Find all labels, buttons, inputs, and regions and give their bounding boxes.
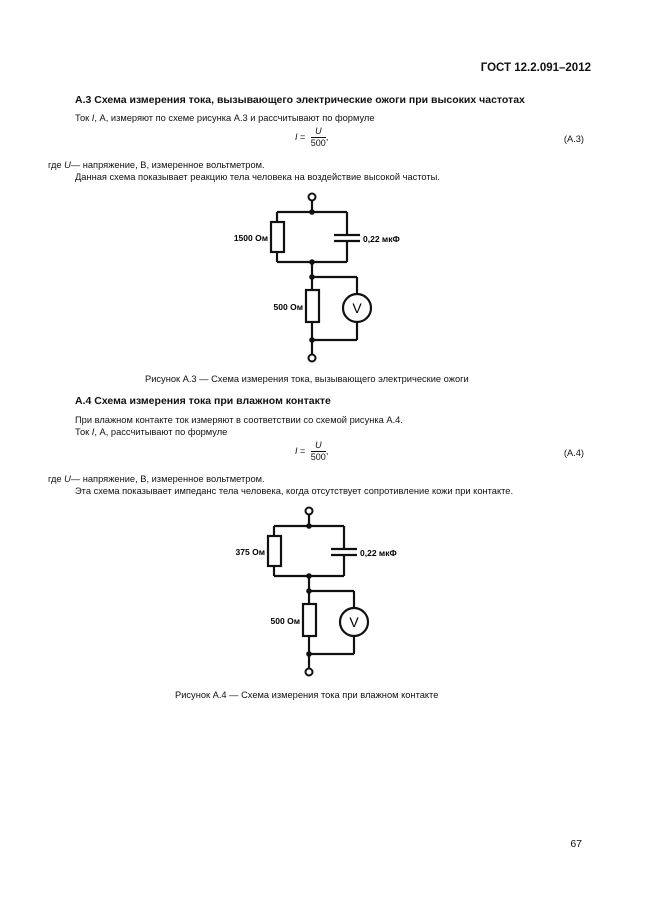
intro-text: Ток (75, 113, 92, 123)
terminal-top (307, 192, 317, 202)
resistor-r2 (301, 602, 318, 638)
terminal-bottom (307, 353, 317, 363)
equation-number-a3: (А.3) (563, 134, 584, 144)
formula-comma: , (325, 131, 329, 142)
section-a3-heading: А.3 Схема измерения тока, вызывающего эл… (75, 94, 525, 106)
junction-dot (309, 259, 315, 265)
where-text-rest: — напряжение, В, измеренное вольтметром. (70, 474, 265, 484)
where-text: где (48, 474, 65, 484)
formula-denominator: 500 (310, 452, 326, 462)
formula-fraction: U 500 (310, 126, 326, 149)
equation-number-a4: (А.4) (563, 448, 584, 458)
section-a4-intro: Ток I, А, рассчитывают по формуле (75, 426, 227, 438)
junction-dot (309, 209, 315, 215)
circuit-diagram-a4: V 375 Ом 0,22 мкФ 500 Ом (236, 506, 397, 677)
formula-lhs: I (295, 131, 298, 142)
formula-equals: = (297, 131, 306, 142)
voltmeter-circle (341, 292, 373, 324)
resistor-r1-label: 1500 Ом (234, 233, 268, 243)
resistor-r1 (269, 220, 286, 254)
junction-dot (306, 573, 312, 579)
voltage-variable: U (64, 160, 71, 170)
document-header: ГОСТ 12.2.091–2012 (480, 62, 591, 74)
voltmeter-label: V (349, 614, 359, 630)
formula-fraction: U 500 (310, 440, 326, 463)
note-a3: Данная схема показывает реакцию тела чел… (75, 172, 440, 182)
resistor-r2-label: 500 Ом (271, 616, 300, 626)
junction-dot (306, 588, 312, 594)
resistor-r1 (266, 534, 283, 568)
formula-a3: I = U 500 , (295, 126, 328, 149)
formula-comma: , (325, 445, 329, 456)
figure-caption-a3: Рисунок А.3 — Схема измерения тока, вызы… (145, 374, 469, 384)
section-a4-para1: При влажном контакте ток измеряют в соот… (75, 415, 403, 425)
voltage-variable: U (64, 474, 71, 484)
junction-dot (306, 651, 312, 657)
section-a3-intro: Ток I, А, измеряют по схеме рисунка А.3 … (75, 112, 375, 124)
where-text: где (48, 160, 65, 170)
intro-text: Ток (75, 427, 92, 437)
page-number: 67 (570, 838, 582, 850)
terminal-bottom (304, 667, 314, 677)
circuit-diagram-a3: V 1500 Ом 0,22 мкФ 500 Ом (234, 192, 400, 363)
resistor-r2 (304, 288, 321, 324)
junction-dot (306, 523, 312, 529)
where-clause-a3: где U— напряжение, В, измеренное вольтме… (48, 159, 265, 171)
formula-numerator: U (310, 440, 326, 452)
intro-text-rest: , А, рассчитывают по формуле (94, 427, 228, 437)
resistor-r1-label: 375 Ом (236, 547, 265, 557)
terminal-top (304, 506, 314, 516)
where-clause-a4: где U— напряжение, В, измеренное вольтме… (48, 473, 265, 485)
formula-a4: I = U 500 , (295, 440, 328, 463)
capacitor-label: 0,22 мкФ (363, 234, 400, 244)
section-a4-heading: А.4 Схема измерения тока при влажном кон… (75, 395, 331, 407)
current-variable: I (91, 113, 95, 123)
voltmeter-label: V (352, 300, 362, 316)
figure-caption-a4: Рисунок А.4 — Схема измерения тока при в… (175, 690, 439, 700)
formula-numerator: U (310, 126, 326, 138)
junction-dot (309, 274, 315, 280)
formula-denominator: 500 (310, 138, 326, 148)
current-variable: I (91, 427, 95, 437)
formula-equals: = (297, 445, 306, 456)
where-text-rest: — напряжение, В, измеренное вольтметром. (70, 160, 265, 170)
voltmeter-circle (338, 606, 370, 638)
resistor-r2-label: 500 Ом (274, 302, 303, 312)
capacitor-label: 0,22 мкФ (360, 548, 397, 558)
note-a4: Эта схема показывает импеданс тела челов… (75, 486, 514, 496)
formula-lhs: I (295, 445, 298, 456)
intro-text-rest: , А, измеряют по схеме рисунка А.3 и рас… (94, 113, 375, 123)
junction-dot (309, 337, 315, 343)
